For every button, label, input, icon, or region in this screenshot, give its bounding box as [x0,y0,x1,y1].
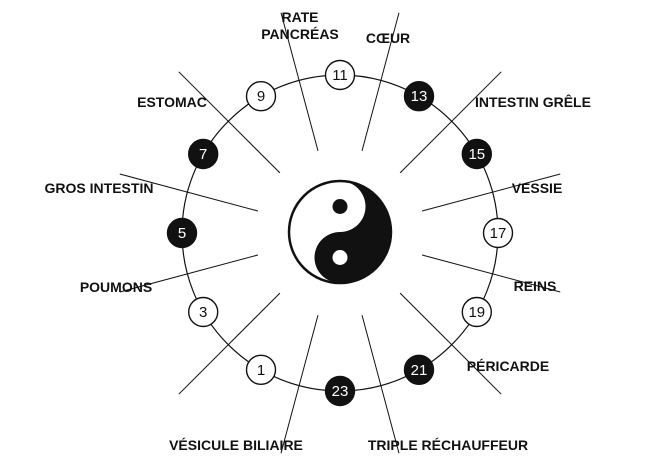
hour-node-number: 7 [199,146,207,163]
hour-node-number: 1 [257,362,265,379]
divider-line [119,254,259,293]
organ-label: ESTOMAC [137,94,207,110]
hour-node-number: 23 [332,383,349,400]
organ-label: GROS INTESTIN [45,180,154,196]
hour-node: 23 [324,375,356,407]
organ-label: REINS [514,278,557,294]
divider-line [178,292,281,395]
divider-line [399,71,502,174]
organ-label: POUMONS [80,279,152,295]
divider-line [361,314,400,454]
divider-line [361,12,400,152]
divider-line [280,12,319,152]
organ-label: CŒUR [366,30,410,46]
divider-line [280,314,319,454]
hour-node-circle [403,354,435,385]
hour-node-number: 21 [411,362,428,379]
hour-node: 13 [403,80,435,112]
hour-node: 11 [324,59,356,91]
hour-node-circle [187,296,219,328]
organ-label: VÉSICULE BILIAIRE [169,437,303,453]
hour-node-circle [461,138,492,170]
hour-node-number: 9 [257,88,265,105]
organ-label: TRIPLE RÉCHAUFFEUR [368,437,528,453]
organ-label: PANCRÉAS [261,26,339,42]
hour-node-number: 15 [468,146,485,163]
hour-node-circle [166,217,198,249]
hour-node-circle [187,138,219,170]
hour-node-number: 11 [332,67,348,84]
division-lines [119,12,561,454]
divider-line [399,292,502,395]
hour-node-circle [324,375,356,407]
organ-label: VESSIE [512,180,563,196]
hour-node-circle [461,296,492,328]
divider-line [421,254,561,293]
hour-node: 7 [187,138,219,170]
hour-node-number: 5 [178,225,186,242]
hour-node-number: 19 [468,304,485,321]
yin-yang-icon [287,179,393,285]
hour-node: 17 [482,217,514,249]
organ-label: RATE [281,9,318,25]
hour-node: 1 [245,354,277,385]
hour-node-circle [245,80,277,112]
divider-line [119,173,259,212]
hour-node: 3 [187,296,219,328]
hour-node: 21 [403,354,435,385]
organ-label: INTESTIN GRÊLE [475,93,591,110]
divider-line [178,71,281,174]
hour-node: 9 [245,80,277,112]
hour-node-circle [324,59,356,91]
hour-node-circle [245,354,277,385]
hour-node: 15 [461,138,492,170]
hour-node: 5 [166,217,198,249]
hour-node-number: 3 [199,304,207,321]
hour-node: 19 [461,296,492,328]
hour-node-number: 13 [411,88,428,105]
divider-line [421,173,561,212]
hour-node-circle [482,217,514,249]
hour-node-number: 17 [490,225,507,242]
hour-node-circle [403,80,435,112]
organ-label: PÉRICARDE [467,358,549,374]
